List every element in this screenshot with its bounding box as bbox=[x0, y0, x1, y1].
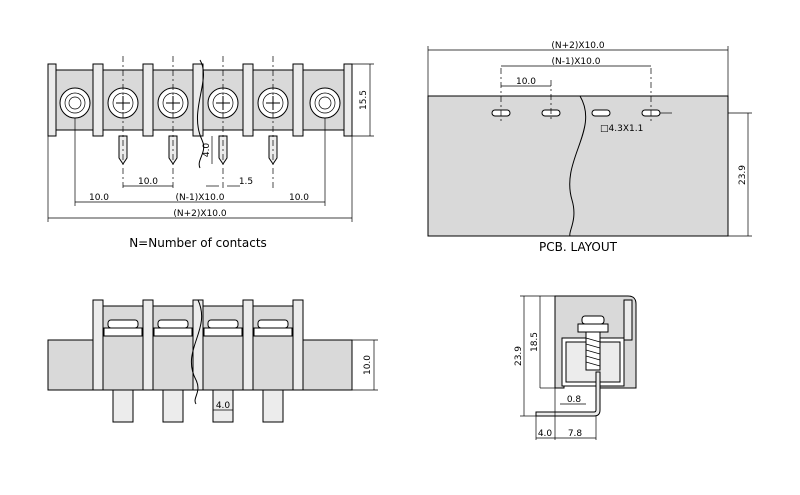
dim-profile-pin-thickness: 0.8 bbox=[567, 395, 582, 405]
dim-profile-pin-offset: 4.0 bbox=[538, 429, 553, 439]
dim-front-pitch-left: 10.0 bbox=[89, 193, 109, 203]
dim-front-pitch-right: 10.0 bbox=[289, 193, 309, 203]
center-lines bbox=[122, 56, 274, 190]
dim-front-n-plus-2: (N+2)X10.0 bbox=[173, 209, 227, 219]
side-pins bbox=[112, 389, 284, 423]
dim-pcb-depth: 23.9 bbox=[738, 165, 748, 185]
dim-pcb-hole: □4.3X1.1 bbox=[600, 124, 643, 134]
dim-side-height: 10.0 bbox=[363, 355, 373, 375]
dim-front-pitch-mid: 10.0 bbox=[138, 177, 158, 187]
barrier-walls bbox=[92, 63, 304, 137]
caption-pcb-layout: PCB. LAYOUT bbox=[539, 240, 618, 254]
dim-front-pin-width: 1.5 bbox=[239, 177, 253, 187]
mounting-hole-left bbox=[59, 87, 91, 119]
dim-front-pin-length: 4.0 bbox=[202, 143, 212, 158]
dim-profile-body: 18.5 bbox=[530, 332, 540, 352]
side-screw-heads bbox=[103, 319, 293, 337]
profile-screw-thread bbox=[585, 331, 601, 371]
dim-front-n-minus-1: (N-1)X10.0 bbox=[176, 193, 225, 203]
pins bbox=[118, 135, 278, 165]
front-view: 10.0 1.5 10.0 (N-1)X10.0 10.0 (N+2)X10.0… bbox=[47, 56, 374, 250]
dim-profile-total: 23.9 bbox=[514, 346, 524, 366]
dim-pcb-pitch: 10.0 bbox=[516, 77, 536, 87]
dim-pcb-n-plus-2: (N+2)X10.0 bbox=[551, 41, 605, 51]
housing-blocks bbox=[92, 299, 304, 391]
side-break-line bbox=[190, 299, 203, 405]
pcb-layout-view: (N+2)X10.0 (N-1)X10.0 10.0 □4.3X1.1 23.9… bbox=[427, 41, 752, 254]
caption-contacts: N=Number of contacts bbox=[129, 236, 267, 250]
side-view: 10.0 4.0 bbox=[47, 299, 378, 423]
dim-pcb-n-minus-1: (N-1)X10.0 bbox=[552, 57, 601, 67]
profile-screw-head bbox=[581, 315, 605, 325]
profile-view: 23.9 18.5 0.8 4.0 7.8 bbox=[514, 295, 637, 440]
mounting-hole-right bbox=[309, 87, 341, 119]
break-line bbox=[197, 59, 205, 169]
dim-profile-depth: 7.8 bbox=[568, 429, 583, 439]
dim-front-height: 15.5 bbox=[359, 90, 369, 110]
pcb-break-line bbox=[569, 95, 587, 237]
dim-side-pin: 4.0 bbox=[216, 401, 231, 411]
